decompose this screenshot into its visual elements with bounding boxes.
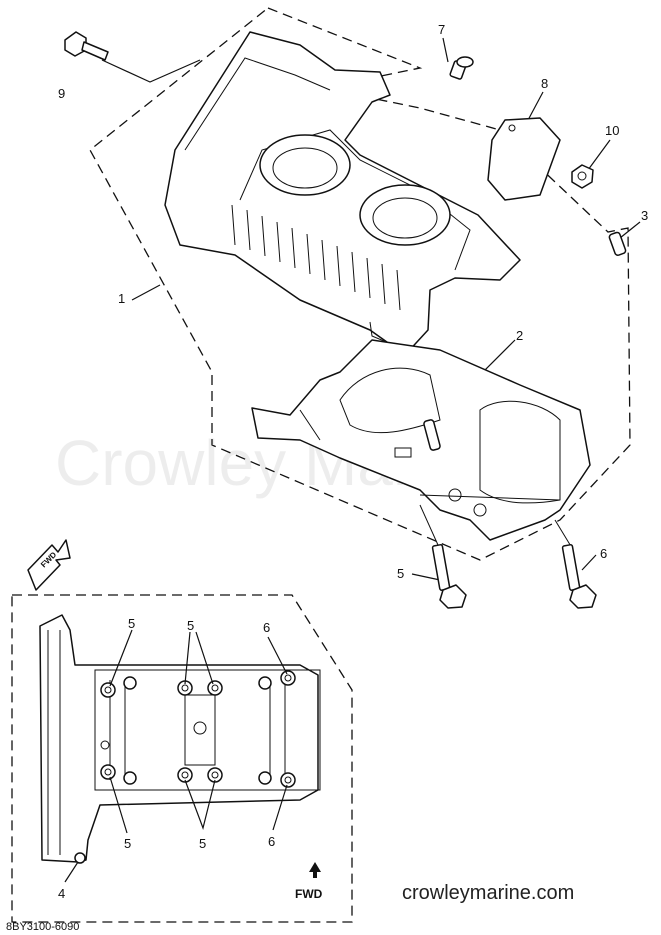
pin-7 bbox=[449, 56, 474, 80]
leader-5-top bbox=[411, 573, 441, 581]
leader-8 bbox=[526, 91, 544, 123]
leader-5-bottom-c bbox=[109, 776, 128, 834]
fwd-label: FWD bbox=[295, 887, 323, 901]
callout-7: 7 bbox=[438, 22, 445, 37]
site-watermark: crowleymarine.com bbox=[402, 882, 574, 904]
dowel-2 bbox=[423, 419, 441, 451]
leader-1 bbox=[131, 284, 161, 301]
crankcase-upper bbox=[164, 31, 521, 356]
callout-5-top: 5 bbox=[397, 566, 404, 581]
crankcase-bottom-view bbox=[39, 614, 321, 864]
leader-5-bottom-a bbox=[109, 629, 133, 687]
callout-6-top: 6 bbox=[600, 546, 607, 561]
callout-5-bottom-a: 5 bbox=[128, 616, 135, 631]
callout-5-bottom-c: 5 bbox=[124, 836, 131, 851]
nut-10 bbox=[571, 164, 594, 189]
callout-3: 3 bbox=[641, 208, 648, 223]
detail-boundary bbox=[11, 594, 353, 923]
bolt-6 bbox=[561, 544, 597, 609]
callout-9: 9 bbox=[58, 86, 65, 101]
crankcase-lower bbox=[251, 339, 591, 541]
diagram-code: 8BY3100-6090 bbox=[6, 921, 79, 933]
callout-6-bottom-b: 6 bbox=[268, 834, 275, 849]
leader-6-bottom-a bbox=[267, 636, 288, 675]
dowel-3 bbox=[608, 231, 627, 256]
callout-5-bottom-b: 5 bbox=[187, 618, 194, 633]
leader-4 bbox=[64, 861, 79, 883]
callout-2: 2 bbox=[516, 328, 523, 343]
leader-9 bbox=[101, 59, 201, 83]
bolt-9 bbox=[64, 31, 109, 61]
callout-10: 10 bbox=[605, 123, 619, 138]
fwd-arrow-icon: FWD bbox=[27, 539, 71, 591]
callout-6-bottom-a: 6 bbox=[263, 620, 270, 635]
leader-5-bottom-d bbox=[184, 779, 216, 831]
bolt-5 bbox=[431, 544, 467, 609]
leader-5-bolt bbox=[419, 504, 439, 546]
cover-8 bbox=[487, 117, 561, 201]
leader-6-top bbox=[581, 554, 597, 571]
leader-10 bbox=[587, 139, 611, 171]
callout-4: 4 bbox=[58, 886, 65, 901]
leader-6-bolt bbox=[554, 519, 573, 549]
leader-6-bottom-b bbox=[272, 784, 288, 831]
leader-5-bottom-b bbox=[184, 631, 214, 685]
fwd-up-arrow-icon bbox=[309, 862, 321, 878]
callout-5-bottom-d: 5 bbox=[199, 836, 206, 851]
callout-1: 1 bbox=[118, 291, 125, 306]
leader-7 bbox=[442, 37, 449, 63]
leader-3 bbox=[619, 221, 641, 239]
callout-8: 8 bbox=[541, 76, 548, 91]
